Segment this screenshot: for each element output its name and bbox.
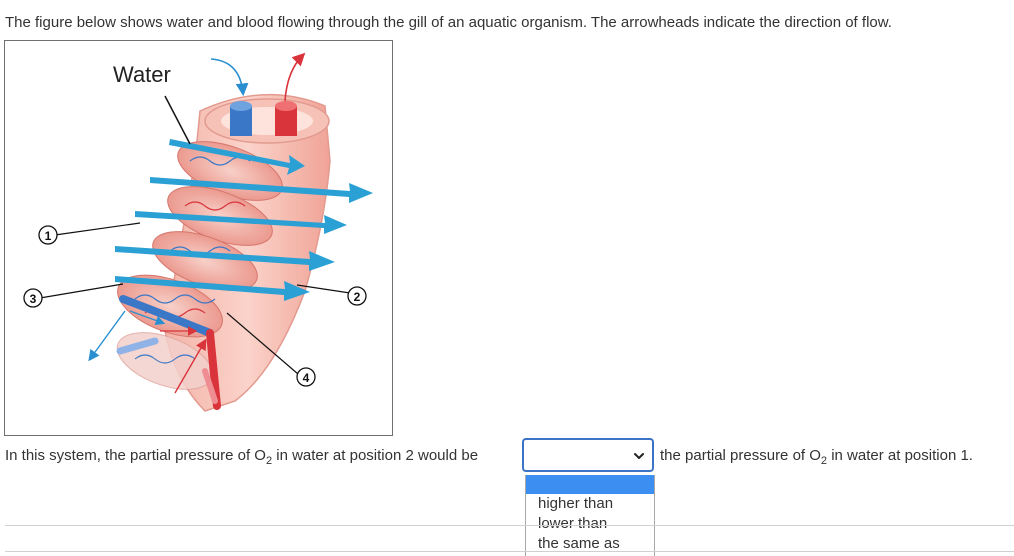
position-marker-1: 1 xyxy=(38,225,58,245)
dropdown-option-same[interactable]: the same as xyxy=(538,535,620,552)
position-marker-4: 4 xyxy=(296,367,316,387)
svg-text:3: 3 xyxy=(30,292,37,306)
dropdown-list: higher than lower than the same as xyxy=(525,475,655,556)
svg-text:1: 1 xyxy=(45,229,52,243)
position-marker-3: 3 xyxy=(23,288,43,308)
water-flow-arrows xyxy=(115,139,373,301)
water-label: Water xyxy=(113,62,171,87)
blood-out-arrow xyxy=(284,52,306,102)
deoxygenated-vessel xyxy=(230,106,252,136)
question-text-part1: In this system, the partial pressure of … xyxy=(5,447,479,467)
divider xyxy=(5,525,1014,526)
dropdown-option-lower[interactable]: lower than xyxy=(538,515,608,532)
blood-in-arrow xyxy=(210,58,249,97)
chevron-down-icon xyxy=(634,453,644,459)
answer-select[interactable] xyxy=(522,438,654,472)
dropdown-option-higher[interactable]: higher than xyxy=(538,495,614,512)
instructions-text: The figure below shows water and blood f… xyxy=(5,14,892,31)
divider xyxy=(5,551,1014,552)
gill-figure: Water 1 3 2 4 xyxy=(4,40,393,436)
question-text-part2: the partial pressure of O2 in water at p… xyxy=(660,447,973,467)
oxygenated-vessel xyxy=(275,106,297,136)
svg-text:2: 2 xyxy=(354,290,361,304)
position-marker-2: 2 xyxy=(347,286,367,306)
svg-text:4: 4 xyxy=(303,371,310,385)
gill-diagram: Water 1 3 2 4 xyxy=(23,52,373,412)
dropdown-option-blank[interactable] xyxy=(526,475,654,494)
